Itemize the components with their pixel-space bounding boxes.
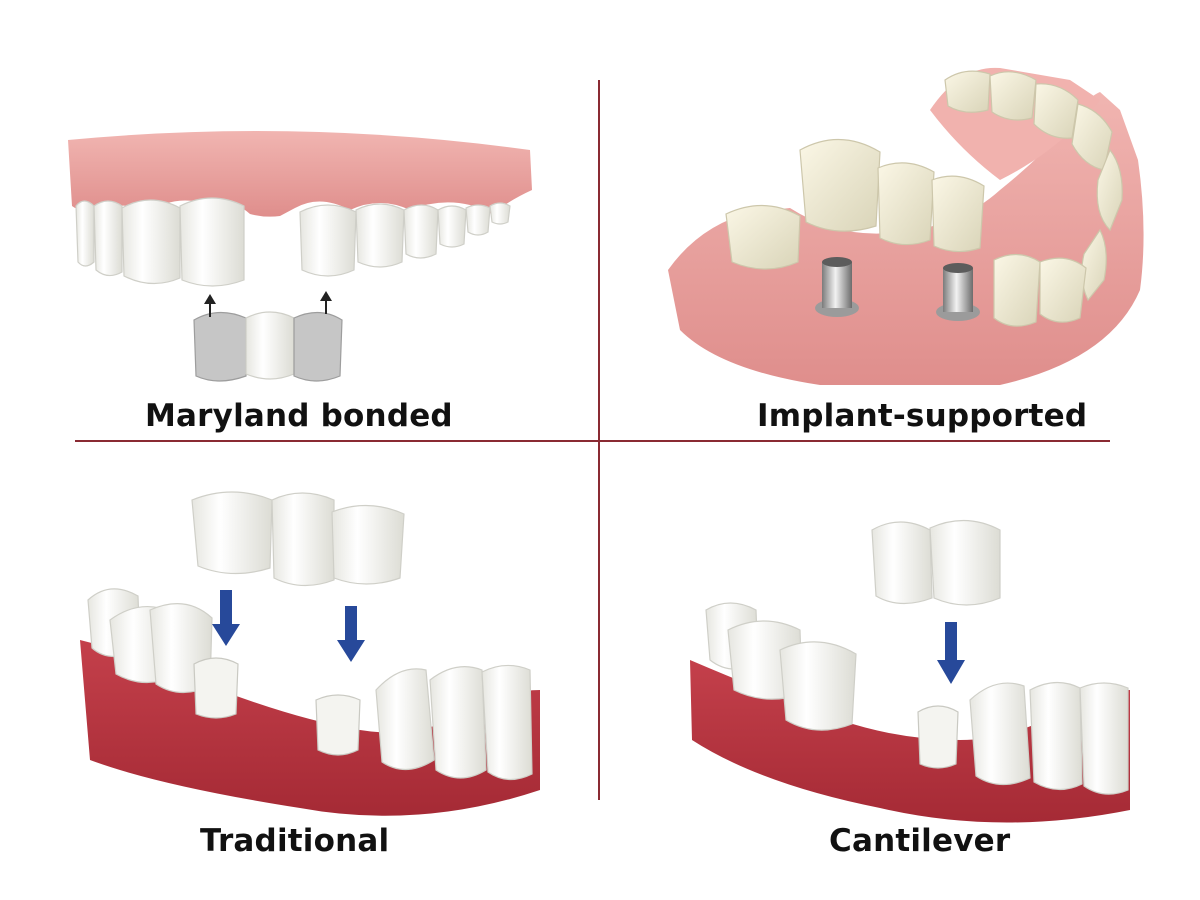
cantilever-label: Cantilever xyxy=(829,823,1011,859)
lower-teeth-arch xyxy=(944,70,1123,327)
metal-wing-left xyxy=(193,311,247,382)
maryland-bonded-label: Maryland bonded xyxy=(145,398,453,434)
implant-post-left xyxy=(815,257,859,317)
traditional-illustration xyxy=(80,491,540,816)
arrow-down-icon xyxy=(337,606,365,662)
upper-teeth xyxy=(75,197,511,287)
implant-supported-label: Implant-supported xyxy=(757,398,1088,434)
upper-gum xyxy=(68,131,532,217)
implant-bridge xyxy=(725,138,985,270)
pontic-tooth xyxy=(245,311,295,380)
arrow-down-icon xyxy=(212,590,240,646)
implant-post-right xyxy=(936,263,980,321)
metal-wing-right xyxy=(293,311,343,382)
cantilever-illustration xyxy=(690,519,1130,823)
cantilever-bridge xyxy=(871,519,1001,606)
traditional-label: Traditional xyxy=(200,823,390,859)
lower-teeth-cantilever xyxy=(705,602,1129,795)
arrow-up-icon xyxy=(320,291,332,314)
prepared-abutment xyxy=(917,705,959,769)
prepared-abutment-left xyxy=(193,657,239,719)
maryland-illustration xyxy=(68,131,532,382)
arrow-up-icon xyxy=(204,294,216,317)
arrow-down-icon xyxy=(937,622,965,684)
traditional-bridge xyxy=(191,491,405,587)
implant-illustration xyxy=(668,67,1144,385)
prepared-abutment-right xyxy=(315,694,361,756)
maryland-bridge xyxy=(193,311,343,382)
